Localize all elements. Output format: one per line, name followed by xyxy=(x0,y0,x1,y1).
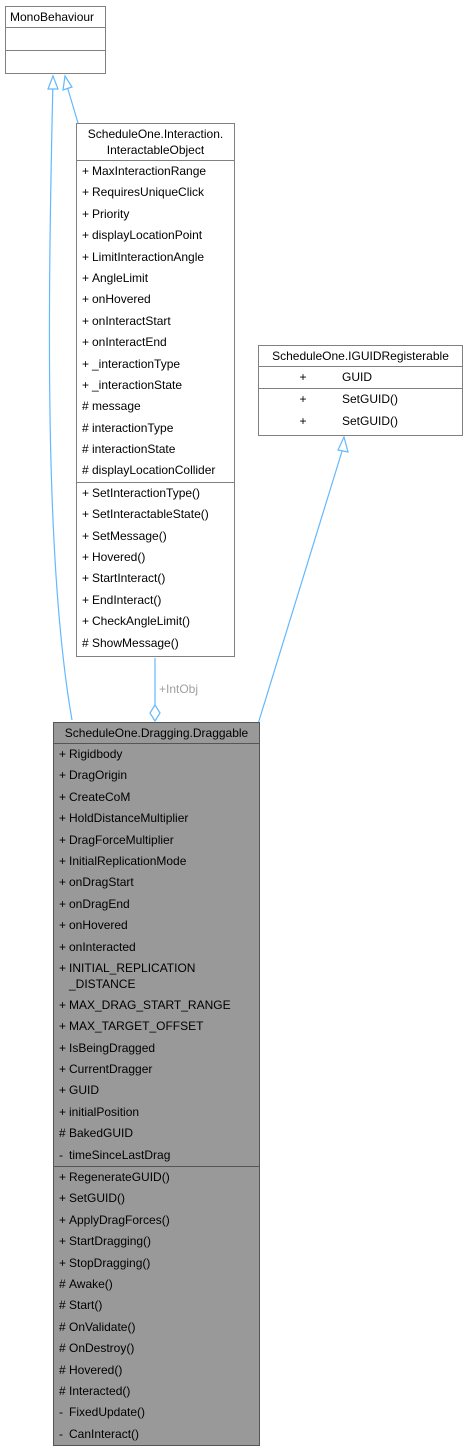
member-row[interactable]: #ShowMessage() xyxy=(82,635,179,650)
member-name-line-1: INITIAL_REPLICATION xyxy=(69,960,196,975)
class-interactable-object[interactable]: ScheduleOne.Interaction. InteractableObj… xyxy=(76,123,235,657)
class-title-line-1: ScheduleOne.Interaction. xyxy=(87,127,224,141)
class-title-line-2: InteractableObject xyxy=(106,143,205,157)
member-row[interactable]: #interactionType xyxy=(82,420,174,435)
composition-diamond xyxy=(149,703,161,723)
member-row[interactable]: #OnValidate() xyxy=(59,1319,136,1334)
member-row[interactable]: +CheckAngleLimit() xyxy=(82,614,191,629)
attributes-section xyxy=(6,27,105,50)
member-row[interactable]: +RequiresUniqueClick xyxy=(82,185,205,200)
member-row[interactable]: +onHovered xyxy=(82,292,151,307)
member-row[interactable]: #interactionState xyxy=(82,442,176,457)
member-row[interactable]: +IsBeingDragged xyxy=(59,1040,156,1055)
member-row[interactable]: +StartDragging() xyxy=(59,1234,152,1249)
member-row[interactable]: #Interacted() xyxy=(59,1383,131,1398)
member-row[interactable]: -FixedUpdate() xyxy=(59,1405,146,1420)
member-row[interactable]: +onInteractStart xyxy=(82,313,171,328)
member-row[interactable]: #message xyxy=(82,399,141,414)
methods-section: +SetGUID() +SetGUID() xyxy=(259,388,462,432)
attributes-section: +MaxInteractionRange +RequiresUniqueClic… xyxy=(77,160,234,482)
member-row[interactable]: +Hovered() xyxy=(82,550,146,565)
member-row[interactable]: +_interactionType xyxy=(82,356,181,371)
member-row[interactable]: +INITIAL_REPLICATION_DISTANCE xyxy=(59,960,196,991)
member-row[interactable]: +onHovered xyxy=(59,918,128,933)
member-row[interactable]: +InitialReplicationMode xyxy=(59,853,187,868)
edge-label-intobj: +IntObj xyxy=(159,682,199,696)
class-title: ScheduleOne.Dragging.Draggable xyxy=(64,726,249,740)
attributes-section: +GUID xyxy=(259,366,462,388)
member-row[interactable]: +EndInteract() xyxy=(82,592,162,607)
member-row[interactable]: +MaxInteractionRange xyxy=(82,164,207,178)
inheritance-arrowhead-mono-2 xyxy=(62,74,73,91)
member-row[interactable]: +GUID xyxy=(59,1083,99,1098)
member-row[interactable]: -CanInteract() xyxy=(59,1426,140,1441)
member-row[interactable]: +SetInteractionType() xyxy=(82,485,201,500)
member-row[interactable]: +LimitInteractionAngle xyxy=(82,249,205,264)
member-row[interactable]: +RegenerateGUID() xyxy=(59,1170,170,1185)
member-row[interactable]: #BakedGUID xyxy=(59,1126,134,1141)
member-row[interactable]: +AngleLimit xyxy=(82,270,149,285)
attributes-section: +Rigidbody +DragOrigin +CreateCoM +HoldD… xyxy=(54,743,259,1166)
class-draggable[interactable]: ScheduleOne.Dragging.Draggable +Rigidbod… xyxy=(53,722,260,1446)
methods-section xyxy=(6,50,105,73)
member-row[interactable]: +onInteracted xyxy=(59,939,136,954)
member-row[interactable]: +SetGUID() xyxy=(299,413,399,428)
member-row[interactable]: +onDragStart xyxy=(59,875,134,890)
member-row[interactable]: +SetGUID() xyxy=(59,1191,126,1206)
member-row[interactable]: +DragForceMultiplier xyxy=(59,832,174,847)
member-row[interactable]: +_interactionState xyxy=(82,377,183,392)
inheritance-draggable-to-mono xyxy=(48,79,73,721)
member-row[interactable]: +Rigidbody xyxy=(59,747,123,761)
class-iguid-registerable[interactable]: ScheduleOne.IGUIDRegisterable +GUID +Set… xyxy=(258,345,463,436)
member-row[interactable]: +StopDragging() xyxy=(59,1255,151,1270)
member-row[interactable]: +CreateCoM xyxy=(59,789,131,804)
member-row[interactable]: +SetMessage() xyxy=(82,528,167,543)
member-row[interactable]: #OnDestroy() xyxy=(59,1341,135,1356)
member-row[interactable]: +ApplyDragForces() xyxy=(59,1212,170,1227)
member-row[interactable]: +MAX_TARGET_OFFSET xyxy=(59,1019,204,1034)
class-title: ScheduleOne.IGUIDRegisterable xyxy=(272,349,449,363)
inheritance-interactable-to-mono xyxy=(66,85,79,124)
member-row[interactable]: +initialPosition xyxy=(59,1104,140,1119)
member-row[interactable]: +StartInteract() xyxy=(82,571,166,586)
member-row[interactable]: +GUID xyxy=(299,370,372,384)
member-row[interactable]: #Start() xyxy=(59,1298,103,1313)
member-row[interactable]: +SetInteractableState() xyxy=(82,507,209,522)
member-row[interactable]: +SetGUID() xyxy=(299,392,399,407)
class-title: ScheduleOne.Interaction. InteractableObj… xyxy=(77,124,234,160)
member-row[interactable]: +Priority xyxy=(82,206,130,221)
inheritance-draggable-to-guid xyxy=(257,447,344,725)
member-row[interactable]: +MAX_DRAG_START_RANGE xyxy=(59,997,231,1012)
member-row[interactable]: +displayLocationPoint xyxy=(82,228,203,243)
member-row[interactable]: -timeSinceLastDrag xyxy=(59,1147,171,1162)
methods-section: +RegenerateGUID() +SetGUID() +ApplyDragF… xyxy=(54,1166,259,1445)
member-row[interactable]: #Awake() xyxy=(59,1276,113,1291)
member-row[interactable]: +CurrentDragger xyxy=(59,1062,153,1077)
member-name-line-2: _DISTANCE xyxy=(69,976,136,991)
class-monobehaviour[interactable]: MonoBehaviour xyxy=(5,6,106,74)
member-row[interactable]: +onDragEnd xyxy=(59,896,130,911)
member-row[interactable]: #displayLocationCollider xyxy=(82,463,216,478)
member-row[interactable]: +HoldDistanceMultiplier xyxy=(59,811,189,826)
member-row[interactable]: +onInteractEnd xyxy=(82,335,167,350)
member-row[interactable]: #Hovered() xyxy=(59,1362,123,1377)
methods-section: +SetInteractionType() +SetInteractableSt… xyxy=(77,481,234,654)
inheritance-arrowhead-mono-1 xyxy=(47,74,59,90)
member-row[interactable]: +DragOrigin xyxy=(59,768,128,783)
class-title: MonoBehaviour xyxy=(10,10,95,24)
inheritance-arrowhead-guid xyxy=(337,435,349,453)
